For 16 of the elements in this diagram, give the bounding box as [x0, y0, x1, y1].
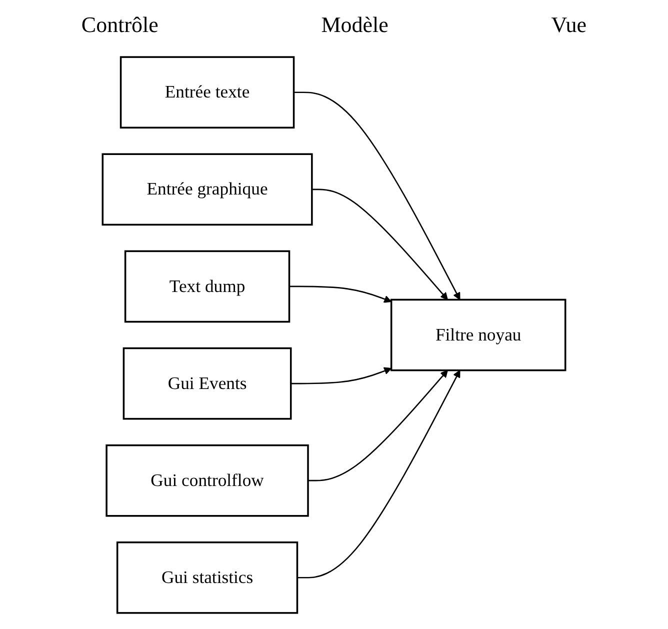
column-heading: Vue [550, 11, 588, 39]
node-box: Entrée graphique [102, 153, 313, 226]
arrow [312, 188, 448, 300]
node-box: Filtre noyau [390, 298, 566, 372]
node-box: Entrée texte [120, 56, 295, 129]
column-heading: Modèle [320, 11, 390, 39]
node-box: Gui statistics [116, 541, 298, 614]
arrow [308, 370, 448, 482]
arrow [290, 367, 392, 384]
column-heading: Contrôle [80, 11, 160, 39]
arrow [289, 286, 392, 303]
node-box: Text dump [124, 250, 290, 323]
node-box: Gui Events [122, 347, 292, 420]
arrow [294, 92, 460, 300]
node-box: Gui controlflow [106, 444, 309, 517]
arrow [297, 370, 460, 578]
